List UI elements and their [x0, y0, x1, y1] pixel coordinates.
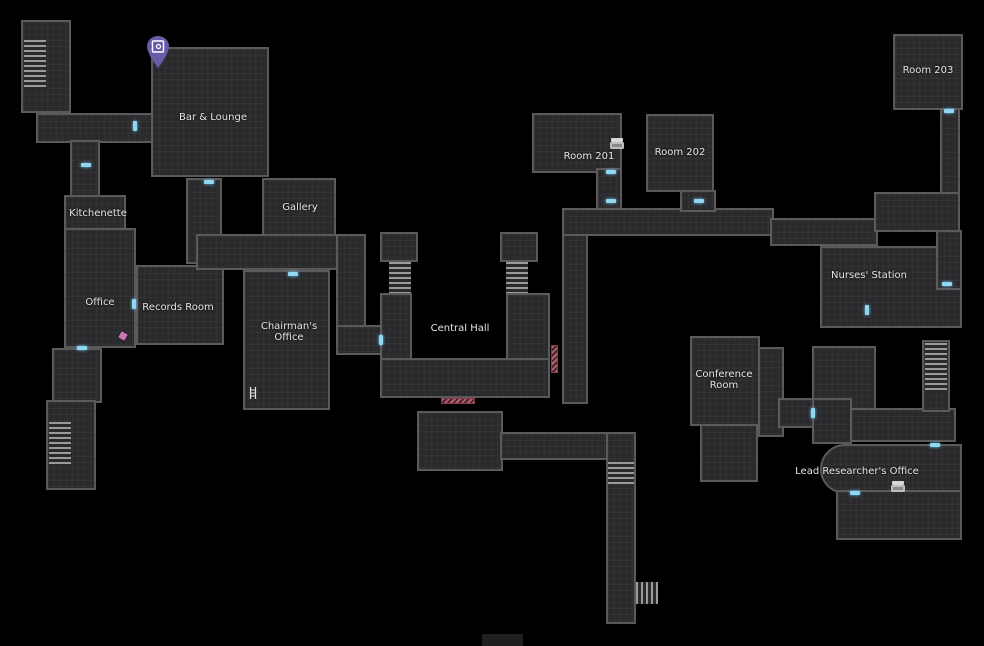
- corridor-room-201: [596, 168, 622, 210]
- room-southwest-annex: [52, 348, 102, 403]
- label-conference-room-line1: Conference: [695, 369, 753, 380]
- door-central-west[interactable]: [379, 335, 383, 345]
- corridor-nurses-upper: [874, 192, 960, 232]
- door-lead-researcher-lower[interactable]: [850, 491, 860, 495]
- room-lead-researchers-lower: [836, 490, 962, 540]
- room-conference[interactable]: [690, 336, 760, 426]
- door-bar-corridor[interactable]: [133, 121, 137, 131]
- door-nurses-south[interactable]: [865, 305, 869, 315]
- stair-landing-west: [380, 232, 418, 262]
- stairs-southwest: [49, 422, 71, 467]
- door-bar-south[interactable]: [204, 180, 214, 184]
- room-201[interactable]: [532, 113, 622, 173]
- label-conference-room-line2: Room: [709, 380, 739, 391]
- room-lead-researchers-office[interactable]: [820, 444, 962, 494]
- corridor-to-central-east: [336, 325, 386, 355]
- room-203[interactable]: [893, 34, 963, 110]
- label-nurses-station: Nurses' Station: [831, 270, 907, 281]
- stairs-south-exit: [636, 582, 658, 604]
- safe-marker-pin[interactable]: [146, 35, 170, 69]
- room-bar-lounge[interactable]: [151, 47, 269, 177]
- door-room-201[interactable]: [606, 170, 616, 174]
- door-room-203[interactable]: [944, 109, 954, 113]
- door-lab-east[interactable]: [930, 443, 940, 447]
- door-office-records[interactable]: [132, 299, 136, 309]
- label-office: Office: [85, 297, 115, 308]
- stairwell-northwest: [21, 20, 71, 113]
- door-room-202[interactable]: [694, 199, 704, 203]
- label-records-room: Records Room: [142, 302, 214, 313]
- locked-door-central-south[interactable]: [441, 398, 475, 404]
- label-room-203: Room 203: [902, 65, 954, 76]
- door-kitchenette-north[interactable]: [81, 163, 91, 167]
- ladder-icon: [249, 387, 257, 399]
- corridor-gallery-south: [196, 234, 362, 270]
- corridor-room-203: [940, 108, 960, 194]
- typewriter-icon[interactable]: [890, 479, 906, 495]
- door-room-201-corridor[interactable]: [606, 199, 616, 203]
- label-room-202: Room 202: [654, 147, 706, 158]
- label-kitchenette: Kitchenette: [69, 208, 127, 219]
- stair-landing-east: [500, 232, 538, 262]
- typewriter-icon[interactable]: [609, 136, 625, 152]
- label-central-hall: Central Hall: [430, 323, 490, 334]
- room-conference-annex: [700, 424, 758, 482]
- label-chairmans-office-line1: Chairman's: [260, 321, 318, 332]
- bottom-scroll-handle[interactable]: [482, 634, 523, 646]
- door-office-south[interactable]: [77, 346, 87, 350]
- room-central-hall[interactable]: [380, 358, 550, 398]
- corridor-lab-east: [850, 408, 956, 442]
- label-bar-lounge: Bar & Lounge: [179, 112, 247, 123]
- locked-door-central-east[interactable]: [551, 345, 558, 373]
- stairs-central-west: [389, 262, 411, 294]
- stairs-east: [925, 343, 947, 393]
- label-lead-researchers-office: Lead Researcher's Office: [795, 466, 919, 477]
- room-south-lobby: [417, 411, 503, 471]
- safe-icon: [151, 40, 165, 53]
- corridor-conference-east: [758, 347, 784, 437]
- corridor-lab: [812, 398, 852, 444]
- door-lab-west[interactable]: [811, 408, 815, 418]
- door-chairman-north[interactable]: [288, 272, 298, 276]
- gem-icon[interactable]: [116, 329, 130, 343]
- room-chairmans-office[interactable]: [243, 270, 330, 410]
- corridor-conference-link: [778, 398, 816, 428]
- corridor-east-vertical: [562, 208, 588, 404]
- corridor-upper-main: [562, 208, 774, 236]
- room-records[interactable]: [136, 265, 224, 345]
- label-gallery: Gallery: [282, 202, 318, 213]
- stairs-central-east: [506, 262, 528, 294]
- stairs-south: [608, 462, 634, 484]
- stairs-northwest: [24, 40, 46, 90]
- label-room-201: Room 201: [563, 151, 615, 162]
- corridor-nurses-east: [936, 230, 962, 290]
- door-nurses-east[interactable]: [942, 282, 952, 286]
- corridor-north-west: [36, 113, 166, 143]
- label-chairmans-office-line2: Office: [274, 332, 304, 343]
- room-office[interactable]: [64, 228, 136, 348]
- corridor-south-long: [606, 432, 636, 624]
- corridor-upper-east: [770, 218, 878, 246]
